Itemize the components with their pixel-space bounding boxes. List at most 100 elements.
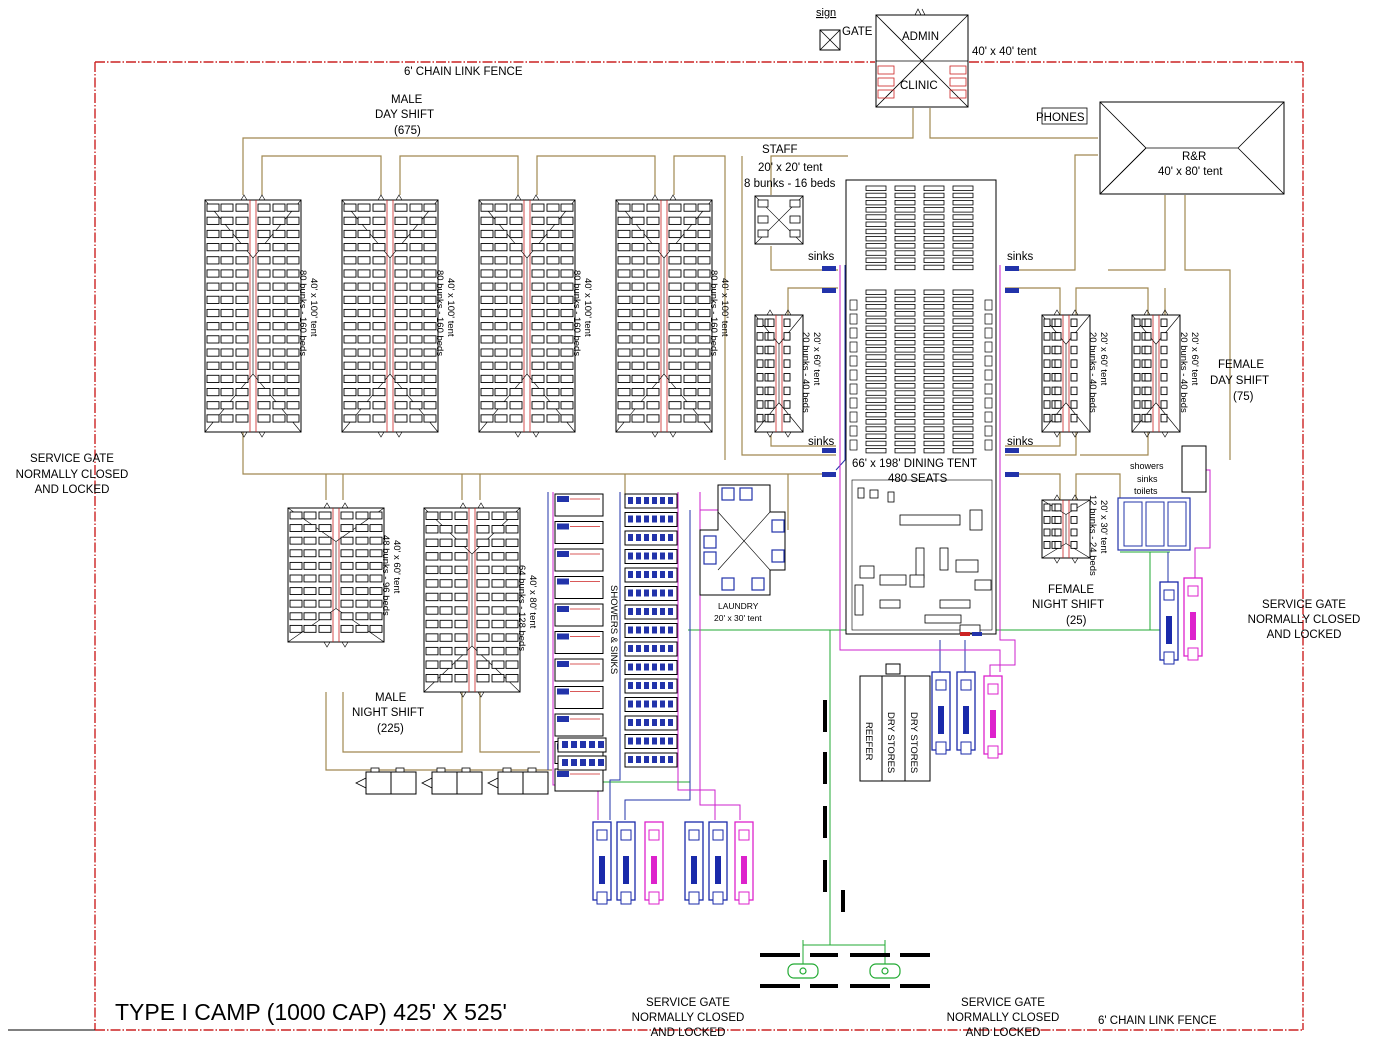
dining-table xyxy=(952,375,974,382)
sink-fixture xyxy=(636,608,641,615)
bunk xyxy=(423,322,437,331)
bunk xyxy=(318,574,332,583)
bunk xyxy=(531,229,545,239)
sink-fixture xyxy=(644,682,649,689)
bunk xyxy=(494,388,508,397)
dining-table xyxy=(865,264,887,271)
bunk xyxy=(257,374,271,383)
sink-fixture xyxy=(644,534,649,541)
dining-table xyxy=(952,404,974,411)
bunk xyxy=(697,361,711,370)
bunk xyxy=(480,401,494,410)
bunk xyxy=(1043,373,1051,382)
bunk xyxy=(454,660,468,669)
tent4-size: 40' x 100' tent xyxy=(719,278,730,337)
bunk xyxy=(668,348,682,357)
bunk xyxy=(369,511,383,520)
bunk xyxy=(343,308,357,318)
bunk xyxy=(1043,332,1051,341)
bunk xyxy=(286,295,300,304)
bunk xyxy=(646,374,660,383)
latrine-fixture xyxy=(1163,651,1175,665)
tent9-beds: 20 bunks - 40 beds xyxy=(1178,332,1189,413)
bunk xyxy=(289,574,303,583)
bunk xyxy=(560,216,574,225)
sink-fixture xyxy=(652,497,657,504)
bunk xyxy=(494,361,508,370)
bunk xyxy=(423,269,437,278)
bunk xyxy=(756,386,764,396)
bunk xyxy=(1133,413,1141,423)
serving-line xyxy=(984,411,993,423)
bunk xyxy=(257,282,271,291)
kitchen-unit xyxy=(909,574,925,588)
service-gate-west: SERVICE GATE NORMALLY CLOSED AND LOCKED xyxy=(16,453,129,496)
staff-capacity-label: 8 bunks - 16 beds xyxy=(744,178,836,190)
bunk xyxy=(220,322,234,331)
bunk xyxy=(1144,386,1152,396)
phones-label: PHONES xyxy=(1036,112,1085,124)
bunk xyxy=(372,229,386,239)
bunk xyxy=(357,203,371,212)
bunk xyxy=(286,414,300,423)
shower-fixture xyxy=(557,716,569,722)
bunk xyxy=(318,624,332,633)
sink-fixture xyxy=(668,497,673,504)
bunk xyxy=(491,525,505,534)
bunk xyxy=(756,332,764,341)
sink-fixture xyxy=(660,719,665,726)
bunk xyxy=(318,587,332,595)
bunk xyxy=(289,524,303,532)
bunk xyxy=(480,414,494,423)
bunk xyxy=(476,646,490,656)
dining-table xyxy=(923,426,945,432)
bunk xyxy=(286,348,300,357)
bunk xyxy=(697,401,711,410)
bunk xyxy=(425,674,439,683)
sink-fixture xyxy=(628,552,633,560)
sink-fixture xyxy=(628,682,633,689)
sink-fixture xyxy=(636,737,641,745)
bunk xyxy=(343,414,357,423)
tent-ridge xyxy=(1065,499,1091,515)
bunk xyxy=(272,361,286,370)
bunk xyxy=(1054,373,1062,382)
sink-fixture xyxy=(668,663,673,671)
bunk xyxy=(372,295,386,304)
dining-table xyxy=(952,383,974,389)
bunk xyxy=(303,561,317,570)
bunk xyxy=(491,552,505,561)
bunk xyxy=(318,561,332,570)
dining-table xyxy=(865,199,887,206)
bunk xyxy=(220,348,234,357)
bunk xyxy=(394,229,408,239)
bunk xyxy=(491,674,505,683)
bunk xyxy=(1144,332,1152,341)
bunk xyxy=(617,361,631,370)
bunk xyxy=(318,511,332,520)
bunk xyxy=(646,229,660,239)
dining-table xyxy=(952,214,974,220)
bunk xyxy=(220,229,234,239)
bunk xyxy=(480,216,494,225)
latrine-fixture xyxy=(715,856,721,884)
sink-fixture xyxy=(589,741,595,748)
bunk xyxy=(303,511,317,520)
latrine-fixture xyxy=(648,891,660,905)
bunk xyxy=(340,587,354,595)
bunk xyxy=(480,256,494,265)
sink-fixture xyxy=(636,626,641,634)
bunk xyxy=(617,348,631,357)
bunk xyxy=(631,269,645,278)
bunk xyxy=(343,243,357,252)
bunk xyxy=(646,216,660,225)
bunk xyxy=(409,216,423,225)
bunk xyxy=(454,511,468,520)
bunk xyxy=(509,229,523,239)
serving-line xyxy=(984,369,993,381)
tent-door xyxy=(1053,431,1079,438)
sink-fixture xyxy=(652,756,657,763)
bunk xyxy=(491,633,505,642)
sink-fixture xyxy=(562,759,568,766)
